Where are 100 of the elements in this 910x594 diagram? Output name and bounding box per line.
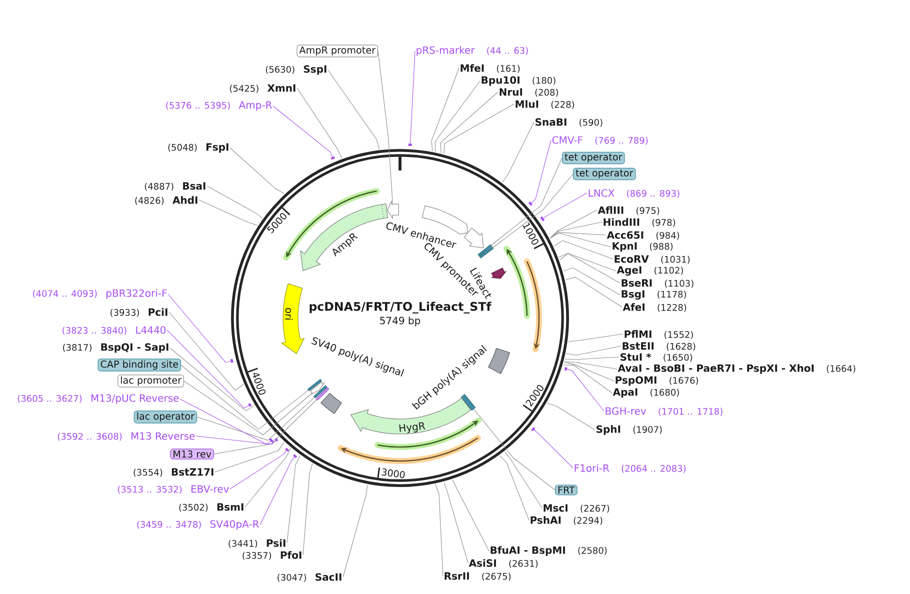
leader-line (170, 348, 255, 412)
leader-line (568, 334, 624, 342)
position-number: (1103) (664, 280, 694, 288)
enzyme-label: SphI (596, 425, 620, 435)
position-number: (1552) (664, 330, 693, 339)
position-number: (2580) (578, 546, 607, 555)
position-number: (2064 .. 2083) (622, 464, 686, 473)
feature-box (460, 394, 476, 411)
enzyme-label: AsiSI (468, 559, 496, 567)
enzyme-label: SspI (304, 65, 326, 75)
leader-line (500, 455, 530, 520)
position-number: (2267) (580, 504, 610, 513)
leader-line (546, 402, 596, 430)
enzyme-label: ApaI (612, 388, 638, 398)
leader-line (378, 50, 393, 205)
position-number: (2294) (574, 516, 602, 525)
position-number: (208) (535, 88, 558, 97)
feature-box (308, 379, 322, 392)
leader-line (564, 362, 618, 370)
leader-line (504, 452, 542, 508)
enzyme-label: Bpu10I (482, 76, 520, 86)
leader-line (566, 368, 604, 412)
enzyme-label: BstEII (622, 342, 654, 350)
enzyme-label: PspOMI (616, 376, 656, 386)
leader-line (435, 484, 444, 576)
leader-line (180, 398, 271, 445)
position-number: (1676) (670, 376, 698, 385)
enzyme-label: AfeI (622, 303, 644, 311)
position-number: (3502) (179, 504, 208, 512)
leader-line (410, 50, 416, 144)
leader-line (550, 210, 598, 238)
primer-site-mark (285, 448, 290, 452)
feature-label: M13 rev (170, 448, 214, 460)
enzyme-label: BsgI (622, 290, 644, 300)
enzyme-label: EcoRV (614, 255, 649, 263)
enzyme-label: PciI (148, 308, 168, 316)
primer-label: L4440 (136, 326, 166, 334)
primer-label: BGH-rev (606, 407, 646, 415)
leader-line (342, 484, 368, 578)
enzyme-label: PshAI (530, 516, 561, 524)
leader-line (558, 253, 616, 272)
primer-label: EBV-rev (192, 485, 229, 493)
position-number: (3047) (278, 574, 306, 582)
leader-line (559, 253, 620, 284)
enzyme-label: SacII (316, 573, 342, 581)
leader-line (214, 442, 284, 472)
primer-site-mark (564, 367, 568, 371)
primer-site-mark (408, 144, 412, 146)
enzyme-label: MscI (544, 504, 568, 512)
primer-label: M13 Reverse (131, 432, 195, 440)
leader-line (492, 174, 574, 248)
feature-label: lac promoter (118, 374, 184, 388)
leader-line (198, 200, 258, 226)
leader-line (564, 362, 614, 382)
enzyme-label: StuI * (620, 353, 652, 361)
primer-site-mark (528, 202, 533, 206)
feature-label: tet operator (573, 168, 636, 180)
position-number: (1228) (658, 304, 686, 312)
leader-line (244, 448, 291, 508)
leader-line (550, 222, 602, 238)
enzyme-label: BspQI - SapI (101, 343, 168, 353)
leader-line (230, 450, 287, 490)
primer-label: M13/pUC Reverse (91, 394, 179, 404)
position-number: (1701 .. 1718) (658, 408, 722, 416)
position-number: (3554) (134, 468, 162, 477)
leader-line (444, 482, 468, 564)
feature-box (316, 387, 330, 401)
leader-line (166, 330, 250, 409)
enzyme-label: AhdI (172, 196, 198, 204)
feature-box (478, 244, 492, 256)
position-number: (3459 .. 3478) (137, 520, 201, 529)
primer-label: CMV-F (552, 136, 582, 144)
leader-line (180, 364, 309, 430)
primer-site-mark (540, 216, 545, 222)
enzyme-label: XmnI (267, 84, 296, 92)
plasmid-name: pcDNA5/FRT/TO_Lifeact_STf 5749 bp (310, 302, 492, 326)
position-number: (5425) (230, 84, 258, 93)
position-number: (2631) (509, 560, 538, 568)
leader-line (550, 232, 612, 248)
enzyme-label: PflMI (624, 330, 652, 338)
leader-line (230, 148, 284, 194)
primer-site-mark (293, 454, 298, 458)
leader-line (543, 192, 588, 219)
primer-label: pRS-marker (416, 46, 475, 56)
enzyme-label: KpnI (612, 242, 637, 252)
enzyme-label: NruI (500, 88, 522, 96)
enzyme-label: SnaBI (536, 118, 566, 126)
position-number: (3513 .. 3532) (118, 486, 182, 494)
leader-line (490, 158, 562, 246)
position-number: (3933) (110, 308, 139, 317)
leader-line (168, 312, 244, 391)
enzyme-label: AgeI (616, 266, 642, 276)
primer-site-mark (230, 358, 234, 363)
primer-label: F1ori-R (574, 464, 610, 472)
primer-site-mark (330, 156, 335, 160)
position-number: (180) (532, 76, 556, 85)
leader-line (502, 122, 534, 182)
position-number: (975) (636, 206, 660, 215)
enzyme-label: AvaI - BsoBI - PaeR7I - PspXI - XhoI (618, 364, 814, 374)
leader-line (550, 232, 606, 238)
